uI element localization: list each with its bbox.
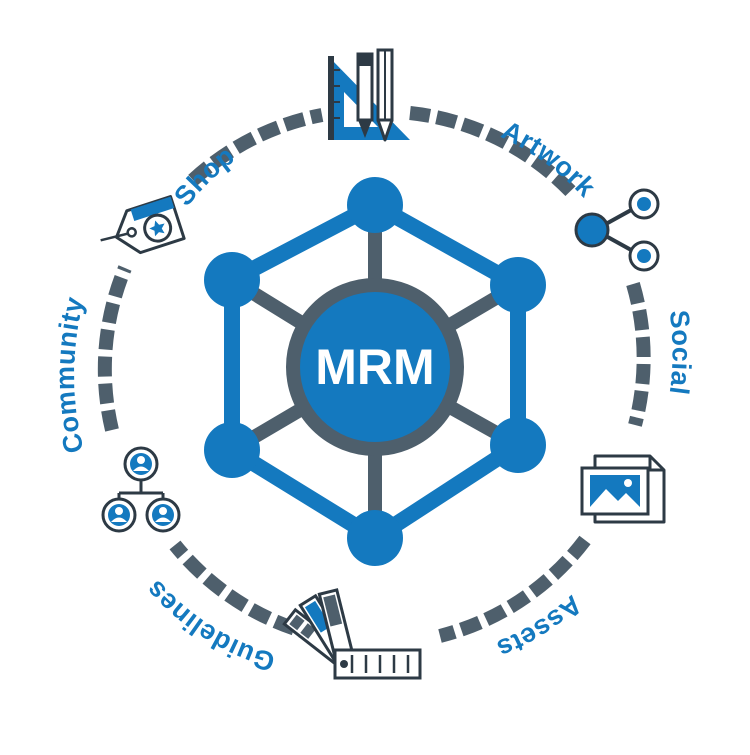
hub-nodes (204, 177, 546, 566)
dashed-ring (97, 106, 651, 643)
ring-segment-social (626, 282, 651, 427)
image-files-icon (580, 454, 666, 524)
hub-node-upper-left (204, 252, 260, 308)
share-icon (574, 188, 660, 272)
label-shop: Shop (168, 140, 240, 211)
label-artwork: Artwork (497, 115, 602, 203)
hub-center-label: MRM (315, 339, 434, 395)
person-avatar-left (101, 497, 137, 533)
color-swatch-icon (282, 588, 422, 680)
drawing-tools-icon (328, 48, 410, 142)
person-avatar-right (145, 497, 181, 533)
people-network-icon (101, 446, 181, 533)
ring-segment-artwork (409, 106, 581, 201)
hub-node-bottom (347, 510, 403, 566)
label-social: Social (664, 309, 697, 397)
hub-node-upper-right (490, 257, 546, 313)
ring-segment-shop (188, 108, 324, 186)
hub-center-circle (286, 278, 464, 456)
person-avatar-top (123, 446, 159, 482)
label-community: Community (50, 294, 90, 456)
ring-segment-community (97, 265, 132, 432)
ring-segment-assets (438, 535, 591, 643)
hub-network: MRM (204, 177, 546, 566)
label-guidelines: Guidelines (139, 575, 278, 678)
ring-segment-guidelines (169, 540, 322, 643)
hub-node-top (347, 177, 403, 233)
price-tag-icon (100, 195, 186, 255)
hub-node-lower-left (204, 422, 260, 478)
hub-node-lower-right (490, 417, 546, 473)
